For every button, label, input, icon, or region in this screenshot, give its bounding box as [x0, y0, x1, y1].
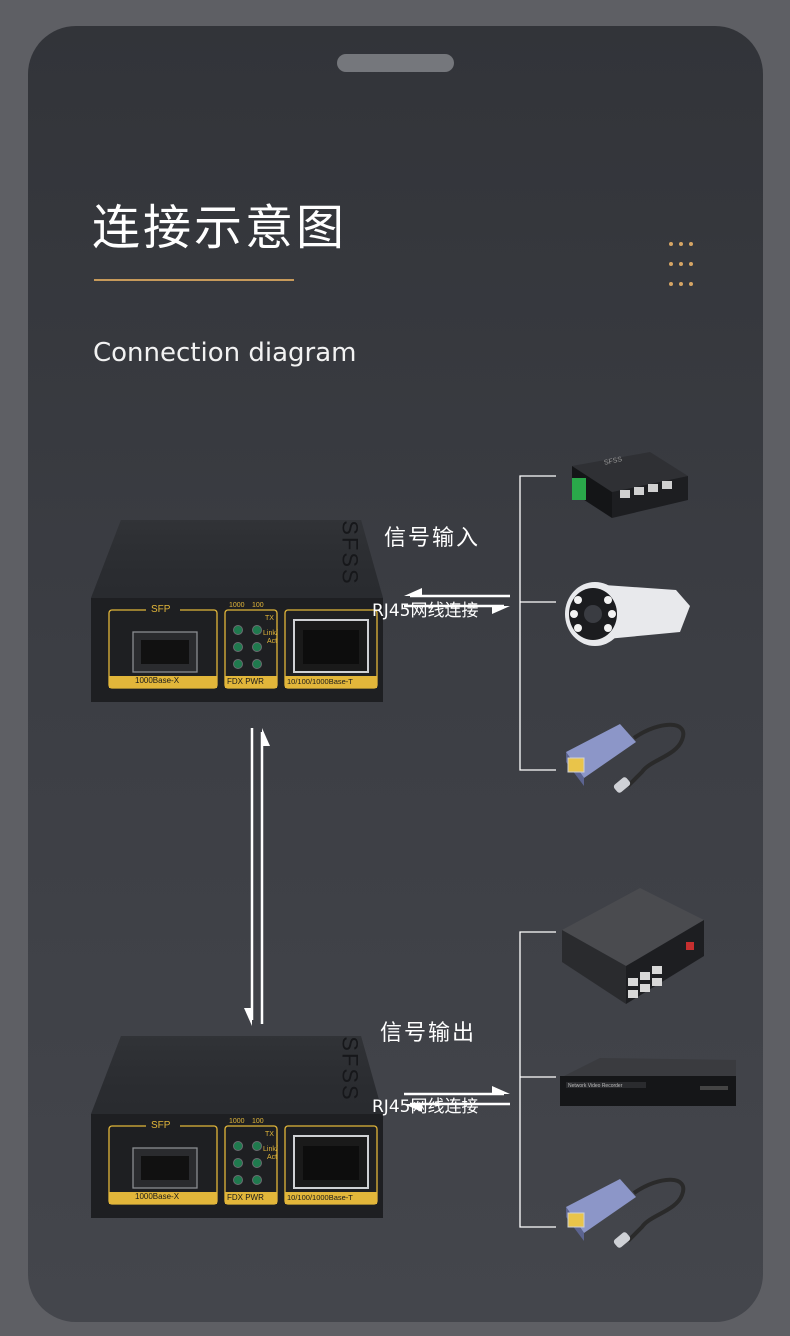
device-bracket-bottom	[519, 931, 556, 1228]
horizontal-arrows-bottom-icon	[404, 1086, 510, 1112]
fdx-pwr-label: FDX PWR	[227, 677, 264, 686]
led-tx-label: TX	[265, 615, 274, 622]
signal-input-label: 信号输入	[384, 526, 481, 551]
led-tx-label: TX	[265, 1131, 274, 1138]
top-notch	[337, 54, 454, 72]
fdx-pwr-label: FDX PWR	[227, 1193, 264, 1202]
sfp-label: SFP	[151, 604, 171, 615]
converter-top-text: SFSS SFP 1000Base-X 1000 100 TX Link/ Ac…	[91, 520, 383, 702]
led-100-label: 100	[252, 1118, 264, 1125]
rj45-cable-label-bottom: RJ45网线连接	[372, 1097, 479, 1117]
nvr-label: Network Video Recorder	[568, 1083, 623, 1089]
converter-bottom-text: SFSS SFP 1000Base-X 1000 100 TX Link/ Ac…	[91, 1036, 383, 1218]
led-act-label: Act	[267, 638, 278, 645]
poe-switch-icon	[562, 888, 704, 1004]
sfp-port-label: 1000Base-X	[135, 1192, 180, 1201]
device-bracket-top	[519, 475, 556, 771]
brand-mark: SFSS	[337, 1036, 363, 1102]
led-1000-label: 1000	[229, 602, 245, 609]
page-title: 连接示意图	[92, 200, 348, 256]
led-act-label: Act	[267, 1154, 278, 1161]
rj45-port-label: 10/100/1000Base-T	[287, 1193, 353, 1202]
led-100-label: 100	[252, 602, 264, 609]
industrial-switch-icon	[572, 452, 688, 518]
usb-ethernet-adapter-icon	[566, 1177, 686, 1248]
network-video-recorder-icon: Network Video Recorder	[560, 1058, 736, 1106]
rj45-cable-label-top: RJ45网线连接	[372, 601, 479, 621]
led-link-label: Link/	[263, 630, 278, 637]
rj45-port-label: 10/100/1000Base-T	[287, 677, 353, 686]
brand-mark: SFSS	[337, 520, 363, 586]
led-1000-label: 1000	[229, 1118, 245, 1125]
vertical-link-arrows-icon	[244, 728, 270, 1026]
horizontal-arrows-top-icon	[404, 588, 510, 614]
page-subtitle: Connection diagram	[93, 338, 357, 368]
sfp-port-label: 1000Base-X	[135, 676, 180, 685]
usb-ethernet-adapter-icon	[566, 722, 686, 793]
security-camera-icon	[565, 582, 690, 646]
sfp-label: SFP	[151, 1120, 171, 1131]
title-underline	[94, 279, 294, 281]
signal-output-label: 信号输出	[380, 1021, 477, 1046]
led-link-label: Link/	[263, 1146, 278, 1153]
dots-decoration-icon	[669, 242, 699, 292]
